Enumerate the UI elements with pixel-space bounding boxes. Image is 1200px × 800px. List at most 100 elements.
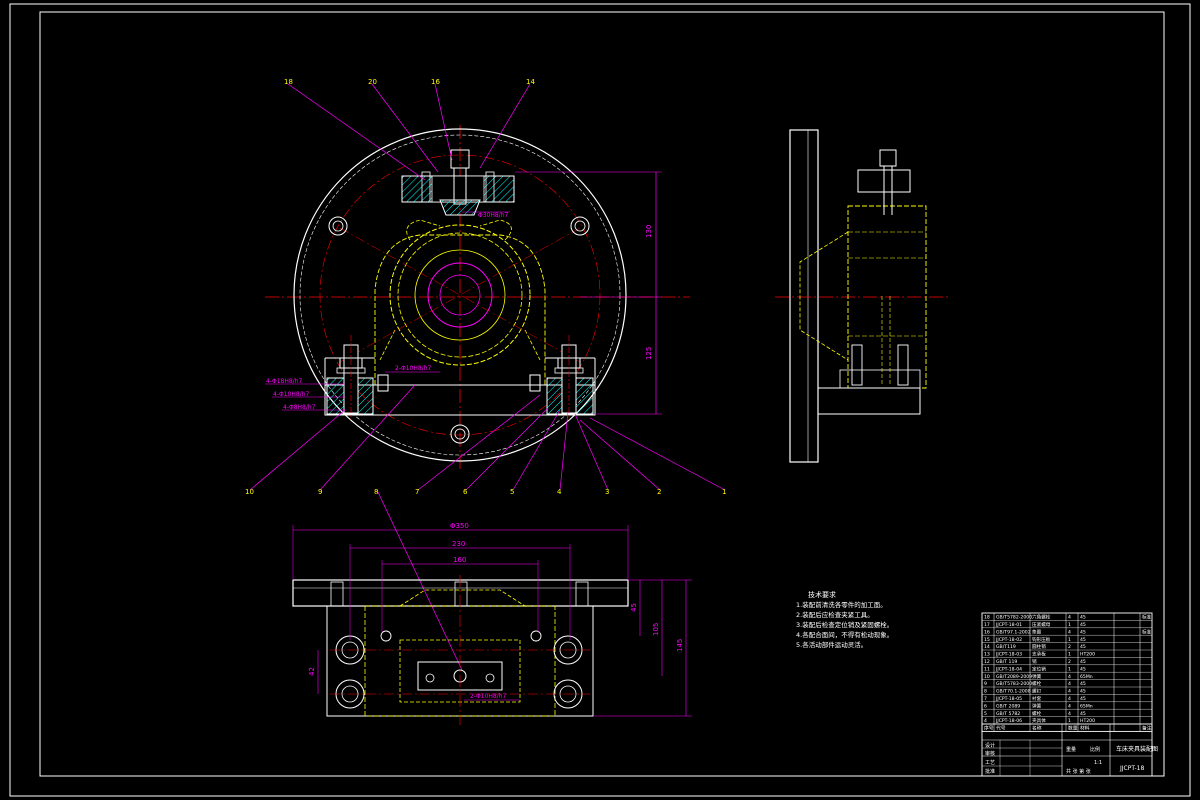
parts-table-cell: JJCPT-18-04 xyxy=(995,666,1022,672)
parts-table-cell: GB/T2089-2009 xyxy=(996,674,1032,680)
side-view xyxy=(775,129,950,463)
side-base-plate xyxy=(817,387,921,415)
parts-table-cell: 4 xyxy=(1068,674,1071,680)
plan-pin-left xyxy=(380,630,392,642)
plan-boss xyxy=(399,589,526,607)
parts-table-cell: HT200 xyxy=(1080,718,1095,724)
parts-table-cell: 65Mn xyxy=(1080,703,1093,709)
side-stud-left xyxy=(851,344,863,386)
balloon-20: 20 xyxy=(368,78,377,86)
tech-req-title: 技术要求 xyxy=(808,590,836,599)
parts-table-cell: GB/T 2089 xyxy=(996,703,1020,709)
parts-table-cell: GB/T119 xyxy=(996,644,1016,650)
parts-table-cell: 4 xyxy=(1068,696,1071,702)
parts-table-cell: 13 xyxy=(984,652,990,658)
leader-18 xyxy=(287,83,426,181)
dim-45-label: 45 xyxy=(630,603,638,612)
parts-table-cell: 2 xyxy=(1068,659,1071,665)
leader-6 xyxy=(465,407,549,491)
tech-req-line-3: 3.装配后检查定位销及紧固螺栓。 xyxy=(796,620,893,629)
parts-table-cell: GB/T5783-2000 xyxy=(996,681,1032,687)
right-locating-pin xyxy=(529,374,541,392)
parts-table-cell: 1 xyxy=(1068,652,1071,658)
plan-stud-1 xyxy=(330,581,344,607)
parts-table-cell: 圆柱销 xyxy=(1032,643,1046,650)
balloon-2: 2 xyxy=(657,488,661,496)
fit-left-label-3: 4-Φ8H8/h7 xyxy=(283,404,316,411)
parts-table-cell: 弹簧 xyxy=(1032,702,1042,709)
balloon-7: 7 xyxy=(415,488,419,496)
balance-hole-right xyxy=(570,216,590,236)
parts-table-cell: GB/T 5782 xyxy=(996,711,1020,717)
parts-table-header-cell: 名称 xyxy=(1032,725,1042,732)
fit-left-label-1: 4-Φ18H8/h7 xyxy=(266,378,302,385)
tb-approve: 批准 xyxy=(985,768,995,775)
parts-table-cell: 18 xyxy=(984,615,990,621)
dim-125-label: 125 xyxy=(645,347,653,360)
parts-table-cell: GB/T97.1-2002 xyxy=(996,629,1031,635)
dim-105-label: 105 xyxy=(652,623,660,636)
top-clamp-screw-left xyxy=(421,171,431,203)
tech-req-line-2: 2.装配后应检查夹紧工具。 xyxy=(796,610,874,619)
title-block: 车床夹具装配图 JJCPT-18 设计 审核 工艺 批准 重量 比例 1:1 共… xyxy=(981,723,1158,777)
leader-16 xyxy=(434,83,453,161)
top-vblock xyxy=(439,199,481,216)
parts-table-cell: 4 xyxy=(1068,703,1071,709)
parts-table-cell: 螺栓 xyxy=(1032,680,1042,687)
parts-table-cell: 4 xyxy=(1068,689,1071,695)
parts-table-cell: 4 xyxy=(984,718,987,724)
parts-table-cell: 45 xyxy=(1080,689,1086,695)
parts-table-cell: 钩形压板 xyxy=(1032,636,1051,643)
parts-table-cell: 1 xyxy=(1068,718,1071,724)
side-faceplate xyxy=(789,129,819,463)
parts-table-cell: 15 xyxy=(984,637,990,643)
parts-table-cell: 45 xyxy=(1080,681,1086,687)
bolt-circle xyxy=(319,154,601,436)
parts-table-cell: GB/T5782-2000 xyxy=(996,615,1032,621)
workpiece-boss-ring xyxy=(397,232,523,358)
plan-view: Φ350 230 160 45 105 145 42 2-Φ10H8/h7 xyxy=(292,522,692,725)
tech-req-line-5: 5.各活动部件运动灵活。 xyxy=(796,640,867,649)
top-clamp-screw-right xyxy=(485,171,495,203)
leader-5 xyxy=(512,409,561,491)
parts-table-cell: 45 xyxy=(1080,644,1086,650)
parts-table-cell: 17 xyxy=(984,622,990,628)
side-taper xyxy=(799,231,849,361)
parts-table-cell: 65Mn xyxy=(1080,674,1093,680)
fit-top-label: Φ30H8/h7 xyxy=(478,212,509,219)
parts-table-header-cell: 数量 xyxy=(1068,725,1078,732)
plan-fit-label: 2-Φ10H8/h7 xyxy=(470,693,506,700)
parts-table-cell: 定位销 xyxy=(1032,665,1046,672)
plan-pin-right xyxy=(530,630,542,642)
tb-drawing-no: JJCPT-18 xyxy=(1119,765,1144,772)
parts-table-cell: 1 xyxy=(1068,666,1071,672)
side-stud-right xyxy=(897,344,909,386)
balloon-1: 1 xyxy=(722,488,726,496)
parts-table-cell: 销 xyxy=(1032,658,1037,665)
parts-table-cell: 7 xyxy=(984,696,987,702)
parts-table-cell: 4 xyxy=(1068,681,1071,687)
parts-table-cell: 标准 xyxy=(1142,628,1152,635)
tech-req-line-1: 1.装配前清洗各零件的加工面。 xyxy=(796,600,887,609)
workpiece-bore-inner xyxy=(439,274,481,316)
parts-table-cell: 10 xyxy=(984,674,990,680)
workpiece-lugs xyxy=(379,219,541,361)
fit-left-label-2: 4-Φ10H8/h7 xyxy=(273,391,309,398)
tech-req-line-4: 4.各配合面间，不得有松动现象。 xyxy=(796,630,893,639)
tb-weight: 重量 xyxy=(1066,746,1076,753)
parts-table-cell: 夹具体 xyxy=(1032,717,1046,724)
balloon-5: 5 xyxy=(510,488,514,496)
tb-sheet: 共 张 第 张 xyxy=(1066,768,1091,775)
plan-stud-2 xyxy=(454,581,468,607)
dim-130-label: 130 xyxy=(645,225,653,238)
parts-table-cell: 14 xyxy=(984,644,990,650)
dim-230-label: 230 xyxy=(452,540,465,548)
parts-table-cell: 支承板 xyxy=(1032,651,1046,658)
side-foot xyxy=(839,369,921,389)
parts-table-cell: 9 xyxy=(984,681,987,687)
balloon-4: 4 xyxy=(557,488,562,496)
parts-table-cell: JJCPT-18-05 xyxy=(995,696,1022,702)
workpiece-boss-mid xyxy=(414,249,506,341)
